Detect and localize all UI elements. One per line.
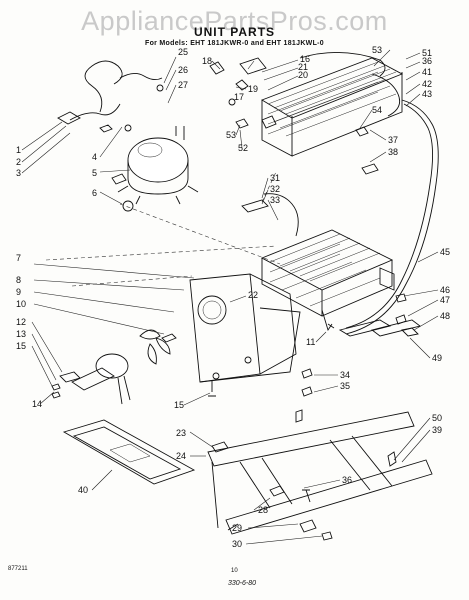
callout-label: 20 bbox=[298, 70, 308, 80]
callout-label: 32 bbox=[270, 184, 280, 194]
callout-label: 13 bbox=[16, 329, 26, 339]
callout-label: 53 bbox=[226, 130, 236, 140]
callout-label: 19 bbox=[248, 84, 258, 94]
callout-label: 29 bbox=[232, 523, 242, 533]
evaporator-coil-drawing bbox=[241, 193, 395, 332]
callout-label: 31 bbox=[270, 173, 280, 183]
callout-label: 4 bbox=[92, 152, 97, 162]
callout-label: 41 bbox=[422, 67, 432, 77]
callout-label: 24 bbox=[176, 451, 186, 461]
callout-label: 34 bbox=[340, 370, 350, 380]
callout-label: 42 bbox=[422, 79, 432, 89]
callout-label: 23 bbox=[176, 428, 186, 438]
fan-motor-drawing bbox=[51, 329, 177, 405]
callout-label: 53 bbox=[372, 45, 382, 55]
condenser-coil-drawing bbox=[209, 52, 404, 175]
callout-label: 7 bbox=[16, 253, 21, 263]
callout-label: 18 bbox=[202, 56, 212, 66]
callout-label: 15 bbox=[174, 400, 184, 410]
diagram-title: UNIT PARTS bbox=[193, 25, 276, 39]
callout-label: 27 bbox=[178, 80, 188, 90]
callout-label: 9 bbox=[16, 287, 21, 297]
callout-label: 25 bbox=[178, 47, 188, 57]
callout-label: 35 bbox=[340, 381, 350, 391]
callout-label: 40 bbox=[78, 485, 88, 495]
callout-label: 26 bbox=[178, 65, 188, 75]
callout-label: 10 bbox=[16, 299, 26, 309]
callout-label: 15 bbox=[16, 341, 26, 351]
callout-label: 36 bbox=[342, 475, 352, 485]
hardware-right-drawing bbox=[208, 293, 422, 423]
callout-label: 48 bbox=[440, 311, 450, 321]
callout-label: 43 bbox=[422, 89, 432, 99]
watermark: AppliancePartsPros.com bbox=[81, 6, 388, 36]
figure-id: 877211 bbox=[8, 566, 28, 572]
callout-label: 47 bbox=[440, 295, 450, 305]
callout-label: 21 bbox=[298, 62, 308, 72]
drain-pan-drawing bbox=[62, 419, 196, 485]
callout-label: 52 bbox=[238, 143, 248, 153]
page-number: 10 bbox=[231, 568, 238, 574]
callout-label: 33 bbox=[270, 195, 280, 205]
leader-lines bbox=[21, 49, 439, 545]
callout-label: 37 bbox=[388, 135, 398, 145]
assembly-lines bbox=[45, 171, 281, 287]
callout-label: 22 bbox=[248, 290, 258, 300]
callout-label: 14 bbox=[32, 399, 42, 409]
callout-label: 38 bbox=[388, 147, 398, 157]
callout-label: 11 bbox=[306, 337, 315, 347]
compressor-drawing bbox=[111, 126, 199, 212]
callout-label: 28 bbox=[258, 505, 268, 515]
callout-label: 50 bbox=[432, 413, 442, 423]
callout-label: 46 bbox=[440, 285, 450, 295]
callout-label: 49 bbox=[432, 353, 442, 363]
callout-label: 51 bbox=[422, 48, 432, 58]
callout-label: 16 bbox=[300, 54, 310, 64]
callout-label: 30 bbox=[232, 539, 242, 549]
base-frame-drawing bbox=[207, 411, 433, 541]
callout-label: 17 bbox=[234, 92, 244, 102]
model-numbers: For Models: EHT 181JKWR-0 and EHT 181JKW… bbox=[145, 40, 324, 47]
callout-label: 39 bbox=[432, 425, 442, 435]
callout-label: 2 bbox=[16, 157, 21, 167]
callout-labels: 1 2 3 4 5 6 7 8 9 10 11 12 13 14 15 15 1… bbox=[16, 45, 450, 549]
callout-label: 12 bbox=[16, 317, 26, 327]
refrigerant-tube-drawing bbox=[345, 99, 439, 335]
power-cord-drawing bbox=[57, 60, 164, 133]
callout-label: 5 bbox=[92, 168, 97, 178]
callout-label: 3 bbox=[16, 168, 21, 178]
callout-label: 1 bbox=[16, 145, 21, 155]
callout-label: 45 bbox=[440, 247, 450, 257]
callout-label: 8 bbox=[16, 275, 21, 285]
callout-label: 6 bbox=[92, 188, 97, 198]
fan-bracket-drawing bbox=[189, 273, 301, 383]
callout-label: 54 bbox=[372, 105, 382, 115]
print-code: 330-6-80 bbox=[228, 580, 257, 587]
callout-label: 36 bbox=[422, 56, 432, 66]
